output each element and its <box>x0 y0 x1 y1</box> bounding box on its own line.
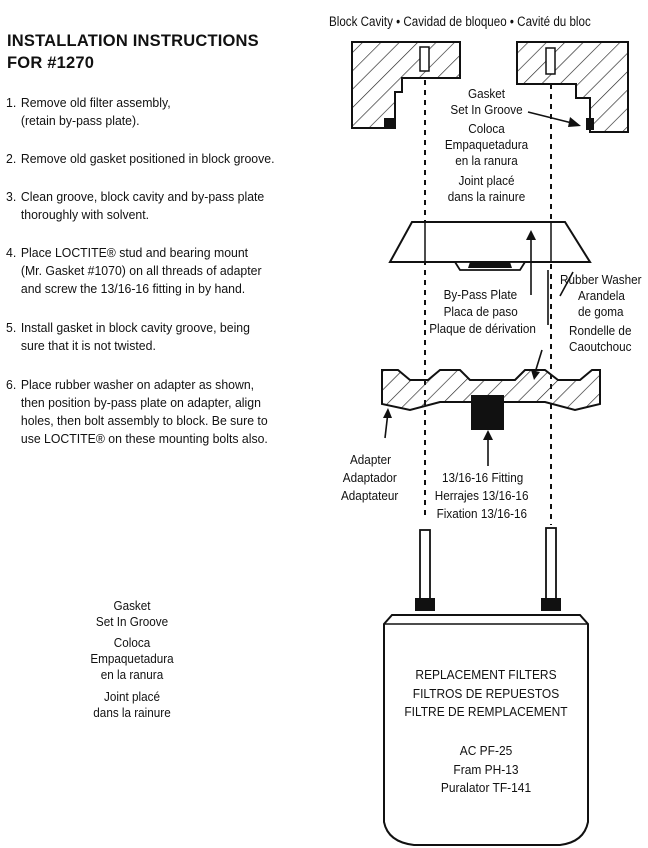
mounting-bolts <box>415 527 561 611</box>
fitting-label: 13/16-16 Fitting Herrajes 13/16-16 Fixat… <box>434 470 529 521</box>
bypass-plate <box>388 221 592 271</box>
adapter-label: Adapter Adaptador Adaptateur <box>341 452 399 503</box>
adapter <box>381 369 601 430</box>
instruction-step-6: 6.Place rubber washer on adapter as show… <box>6 377 268 446</box>
page-title: INSTALLATION INSTRUCTIONS FOR #1270 <box>7 30 259 74</box>
block-cavity-label: Block Cavity • Cavidad de bloqueo • Cavi… <box>329 14 591 29</box>
bypass-plate-label: By-Pass Plate Placa de paso Plaque de dé… <box>429 287 536 336</box>
alignment-guides <box>424 80 552 525</box>
arrow-heads <box>383 117 581 440</box>
filter-canister <box>383 614 589 846</box>
block-cavity <box>351 41 629 133</box>
title-line-1: INSTALLATION INSTRUCTIONS <box>7 32 259 50</box>
instruction-step-1: 1.Remove old filter assembly, (retain by… <box>6 95 171 128</box>
filter-heading: REPLACEMENT FILTERS FILTROS DE REPUESTOS… <box>404 667 568 719</box>
instruction-step-2: 2.Remove old gasket positioned in block … <box>6 151 275 166</box>
filter-model-list: AC PF-25 Fram PH-13 Puralator TF-141 <box>440 743 532 795</box>
leader-arrows <box>384 111 577 466</box>
rubber-washer-label: Rubber Washer Arandela de goma Rondelle … <box>560 272 642 354</box>
instruction-step-3: 3.Clean groove, block cavity and by-pass… <box>6 189 265 222</box>
title-line-2: FOR #1270 <box>7 54 95 72</box>
gasket-groove-label-top: Gasket Set In Groove Coloca Empaquetadur… <box>444 86 529 204</box>
instruction-step-5: 5.Install gasket in block cavity groove,… <box>6 320 250 353</box>
gasket-groove-label-left: Gasket Set In Groove Coloca Empaquetadur… <box>90 598 174 720</box>
instruction-step-4: 4.Place LOCTITE® stud and bearing mount … <box>6 245 262 296</box>
